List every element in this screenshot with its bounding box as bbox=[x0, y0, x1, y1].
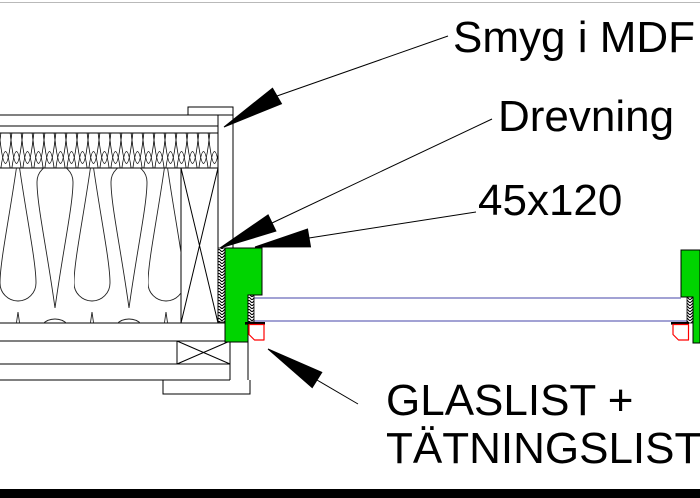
leader-arrow-drevning bbox=[219, 118, 493, 249]
annotation-glaslist-line1: GLASLIST + bbox=[386, 376, 634, 425]
annotation-glaslist-line2: TÄTNINGSLIST bbox=[386, 423, 700, 473]
offset-board bbox=[162, 380, 251, 395]
annotation-drevning: Drevning bbox=[498, 92, 675, 141]
interior-lining-lines bbox=[0, 114, 218, 127]
blocking-cross bbox=[176, 340, 231, 365]
leader-arrow-smyg bbox=[223, 35, 449, 128]
drevning-seal-strip bbox=[217, 247, 226, 323]
end-stud-cross bbox=[180, 167, 219, 324]
glass-pane bbox=[254, 297, 687, 322]
glazing-bead-left bbox=[248, 323, 265, 341]
bottom-black-bar bbox=[0, 489, 700, 498]
viewport-top-edge-line bbox=[0, 2, 700, 3]
dense-insulation-hatch bbox=[0, 133, 218, 168]
leader-arrow-glaslist bbox=[267, 348, 359, 405]
blocking-rect bbox=[176, 340, 231, 365]
taetningslist-right bbox=[686, 296, 694, 324]
sash-edge-right bbox=[671, 322, 689, 325]
window-frame-right bbox=[680, 249, 700, 344]
loose-insulation-hatch bbox=[0, 168, 181, 323]
sash-edge-left bbox=[245, 322, 265, 325]
glazing-bead-right bbox=[672, 323, 690, 341]
annotation-smyg-mdf: Smyg i MDF bbox=[453, 13, 695, 62]
leader-arrow-dimension bbox=[254, 211, 477, 248]
bottom-boards-lines bbox=[0, 322, 249, 381]
smyg-top-lip bbox=[187, 106, 234, 116]
annotation-glaslist: GLASLIST + TÄTNINGSLIST bbox=[386, 377, 700, 473]
annotation-frame-dimension: 45x120 bbox=[478, 176, 623, 225]
taetningslist-left bbox=[247, 294, 255, 323]
